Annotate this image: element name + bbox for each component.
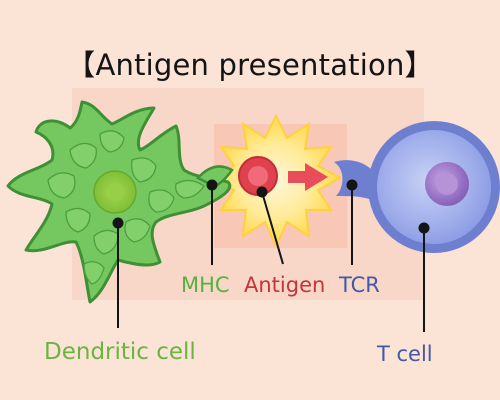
mhc-label: MHC [181,273,230,297]
t-cell [334,121,500,253]
dendritic-leader [112,217,124,328]
diagram-title: 【Antigen presentation】 [66,48,434,82]
tcr-leader [346,179,358,265]
dendritic-cell-label: Dendritic cell [44,339,196,365]
antigen-arrow [288,163,328,191]
t-cell-label: T cell [377,342,433,366]
dendritic-cell [6,100,234,304]
mhc-leader [206,179,218,265]
t-cell-leader [418,222,430,332]
antigen-leader [256,186,284,265]
antigen-label: Antigen [244,273,326,297]
tcr-label: TCR [339,273,380,297]
